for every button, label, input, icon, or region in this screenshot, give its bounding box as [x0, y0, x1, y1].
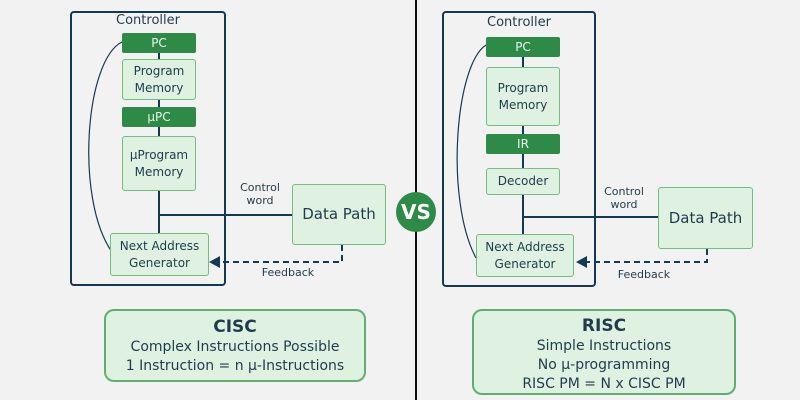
cisc-next-address-line2: Generator [129, 255, 190, 270]
risc-next-address-generator: Next Address Generator [476, 234, 574, 277]
risc-summary-title: RISC [581, 316, 627, 336]
risc-ir-block: IR [486, 134, 560, 154]
cisc-program-memory-block: Program Memory [122, 59, 196, 100]
risc-program-memory-block: Program Memory [486, 67, 560, 126]
cisc-feedback-arrowhead [209, 256, 220, 268]
cisc-summary-line: 1 Instruction = n μ-Instructions [125, 358, 345, 374]
cisc-pc-block: PC [122, 33, 196, 53]
cisc-next-address-line1: Next Address [119, 238, 200, 253]
risc-decoder-block: Decoder [486, 168, 560, 195]
cisc-data-path-block: Data Path [292, 184, 386, 245]
risc-program-memory-line2: Memory [498, 97, 548, 112]
risc-summary-line: No μ-programming [537, 357, 671, 373]
risc-controller [442, 11, 596, 287]
cisc-program-memory-line1: Program [133, 63, 185, 78]
cisc-summary-line: Complex Instructions Possible [130, 339, 340, 355]
risc-feedback-line [580, 249, 708, 263]
risc-summary-box: RISC Simple Instructions No μ-programmin… [472, 309, 736, 395]
cisc-loop-arrow [88, 41, 123, 253]
risc-pc-block: PC [486, 37, 560, 57]
risc-feedback-arrowhead [576, 256, 587, 268]
risc-program-memory-line1: Program [497, 80, 549, 95]
cisc-feedback-label: Feedback [261, 266, 315, 279]
cisc-summary-box: CISC Complex Instructions Possible 1 Ins… [104, 309, 366, 382]
risc-control-word-label: Control word [594, 185, 654, 211]
risc-controller-title: Controller [487, 15, 551, 30]
cisc-program-memory-line2: Memory [134, 80, 184, 95]
risc-control-word-line1: Control [604, 185, 644, 198]
risc-next-address-line2: Generator [494, 256, 556, 271]
cisc-uprogram-memory-line2: Memory [134, 164, 184, 179]
risc-summary-line: RISC PM = N x CISC PM [522, 376, 686, 392]
cisc-control-word-line1: Control [240, 181, 280, 194]
risc-feedback-label: Feedback [617, 268, 671, 281]
cisc-controller [70, 11, 226, 286]
risc-summary-line: Simple Instructions [536, 338, 672, 354]
risc-loop-arrow [456, 44, 487, 259]
cisc-upc-block: μPC [122, 107, 196, 127]
risc-next-address-line1: Next Address [485, 239, 565, 254]
cisc-uprogram-memory-line1: μProgram [129, 147, 189, 162]
cisc-summary-title: CISC [213, 317, 257, 337]
cisc-next-address-generator: Next Address Generator [110, 233, 209, 276]
cisc-control-word-line2: word [246, 194, 274, 207]
cisc-control-word-label: Control word [230, 181, 290, 207]
cisc-controller-title: Controller [116, 13, 180, 28]
cisc-feedback-line [215, 245, 343, 263]
risc-data-path-block: Data Path [658, 187, 753, 249]
cisc-uprogram-memory-block: μProgram Memory [122, 136, 196, 191]
vs-badge: VS [396, 192, 436, 232]
risc-control-word-line2: word [610, 198, 638, 211]
